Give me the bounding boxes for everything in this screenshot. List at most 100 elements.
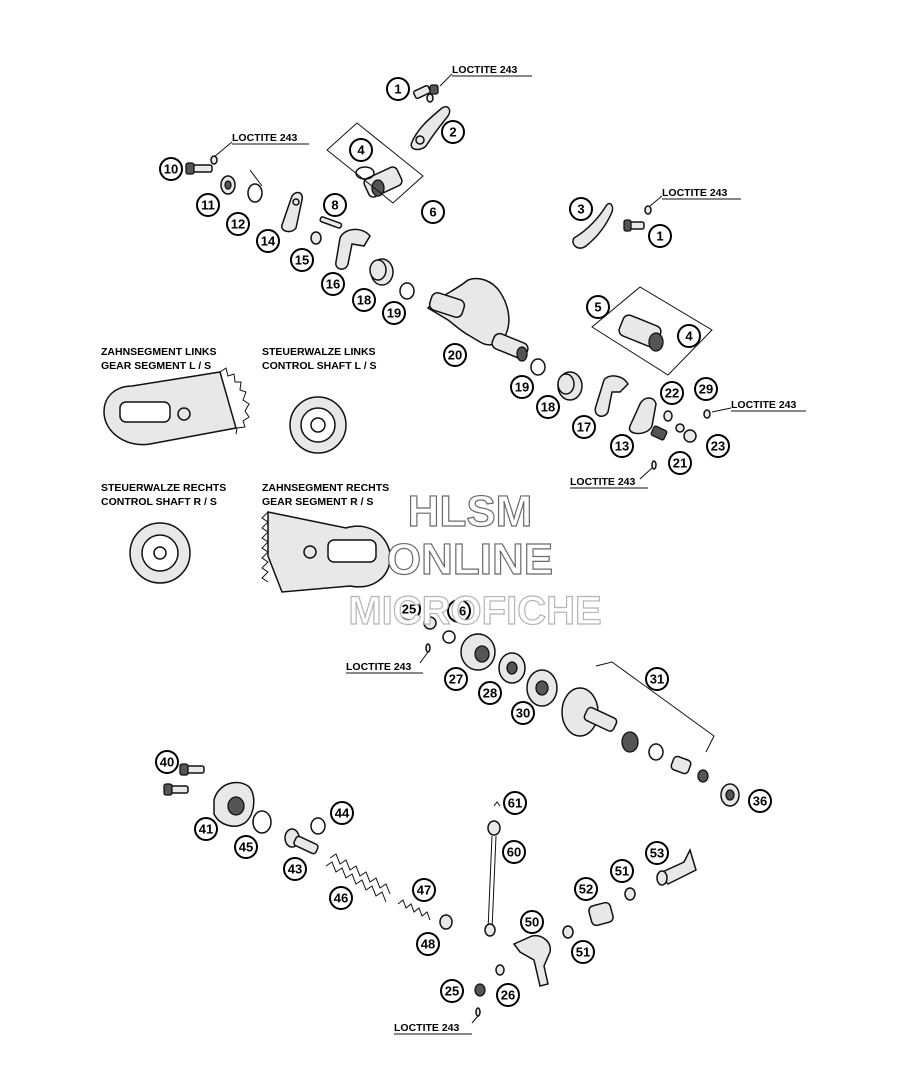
callout-61[interactable]: 61: [503, 791, 527, 815]
loctite-note-right: LOCTITE 243: [731, 399, 806, 412]
part-screw-1-right: [623, 219, 645, 232]
callout-25-middle[interactable]: 25: [397, 597, 421, 621]
callout-46[interactable]: 46: [329, 886, 353, 910]
svg-text:36: 36: [753, 794, 767, 809]
part-pin-8: [319, 216, 343, 229]
svg-text:25: 25: [445, 984, 459, 999]
callout-29[interactable]: 29: [694, 377, 718, 401]
callout-23[interactable]: 23: [706, 434, 730, 458]
part-oring-45: [252, 810, 272, 834]
callout-6[interactable]: 6: [421, 200, 445, 224]
callout-3[interactable]: 3: [569, 197, 593, 221]
svg-text:20: 20: [448, 348, 462, 363]
svg-text:45: 45: [239, 840, 253, 855]
svg-text:LOCTITE 243: LOCTITE 243: [731, 399, 797, 411]
gear-segment-right-de: ZAHNSEGMENT RECHTS: [262, 482, 389, 494]
svg-text:LOCTITE 243: LOCTITE 243: [394, 1022, 460, 1034]
svg-text:47: 47: [417, 883, 431, 898]
svg-text:3: 3: [577, 202, 584, 217]
callout-60[interactable]: 60: [502, 840, 526, 864]
callout-22[interactable]: 22: [660, 381, 684, 405]
callout-16[interactable]: 16: [321, 272, 345, 296]
callout-40[interactable]: 40: [155, 750, 179, 774]
callout-1-right[interactable]: 1: [648, 224, 672, 248]
callout-14[interactable]: 14: [256, 229, 280, 253]
part-bolt-6: [355, 166, 403, 198]
callout-41[interactable]: 41: [194, 817, 218, 841]
callout-17[interactable]: 17: [572, 415, 596, 439]
callout-44[interactable]: 44: [330, 801, 354, 825]
part-gear-segment-right: [261, 511, 391, 593]
part-oring-44: [310, 817, 326, 835]
svg-text:23: 23: [711, 439, 725, 454]
part-clip-48: [439, 914, 453, 930]
callout-47[interactable]: 47: [412, 878, 436, 902]
part-bolt-5: [618, 314, 664, 352]
svg-text:LOCTITE 243: LOCTITE 243: [232, 132, 298, 144]
svg-text:8: 8: [331, 198, 338, 213]
svg-text:60: 60: [507, 845, 521, 860]
callout-25-bottom[interactable]: 25: [440, 979, 464, 1003]
svg-text:53: 53: [650, 846, 664, 861]
callout-19-right[interactable]: 19: [510, 375, 534, 399]
callout-51-lower[interactable]: 51: [571, 940, 595, 964]
callout-12[interactable]: 12: [226, 212, 250, 236]
callout-4-left[interactable]: 4: [349, 138, 373, 162]
callout-36[interactable]: 36: [748, 789, 772, 813]
callout-52[interactable]: 52: [574, 877, 598, 901]
part-washer-51-b: [562, 925, 574, 939]
callout-8[interactable]: 8: [323, 193, 347, 217]
callout-20[interactable]: 20: [443, 343, 467, 367]
callout-2[interactable]: 2: [441, 120, 465, 144]
callout-26-bottom[interactable]: 26: [496, 983, 520, 1007]
svg-text:48: 48: [421, 937, 435, 952]
svg-text:HLSM: HLSM: [408, 487, 533, 536]
svg-text:18: 18: [357, 293, 371, 308]
svg-text:11: 11: [201, 198, 215, 213]
callout-53[interactable]: 53: [645, 841, 669, 865]
svg-text:LOCTITE 243: LOCTITE 243: [452, 64, 518, 76]
callout-45[interactable]: 45: [234, 835, 258, 859]
svg-text:43: 43: [288, 862, 302, 877]
callout-19-left[interactable]: 19: [382, 301, 406, 325]
callout-31[interactable]: 31: [645, 667, 669, 691]
callout-51-upper[interactable]: 51: [610, 859, 634, 883]
callout-10[interactable]: 10: [159, 157, 183, 181]
part-bearing-36: [720, 783, 740, 807]
svg-text:30: 30: [516, 706, 530, 721]
part-ring-19-right: [530, 358, 546, 376]
gear-segment-right-en: GEAR SEGMENT R / S: [262, 496, 373, 508]
callout-43[interactable]: 43: [283, 857, 307, 881]
part-spring-46: [325, 853, 391, 903]
callout-50[interactable]: 50: [520, 910, 544, 934]
callout-30[interactable]: 30: [511, 701, 535, 725]
callout-15[interactable]: 15: [290, 248, 314, 272]
callout-4-right[interactable]: 4: [677, 324, 701, 348]
loctite-note-upper-left: LOCTITE 243: [232, 132, 309, 145]
svg-text:19: 19: [387, 306, 401, 321]
callout-11[interactable]: 11: [196, 193, 220, 217]
part-bushing-18-left: [369, 258, 394, 286]
callout-26-middle[interactable]: 26: [447, 599, 471, 623]
svg-text:51: 51: [576, 945, 590, 960]
part-bolt-10: [185, 162, 213, 175]
callout-18-left[interactable]: 18: [352, 288, 376, 312]
part-shift-shaft-20: [426, 277, 529, 362]
svg-text:61: 61: [508, 796, 522, 811]
callout-27[interactable]: 27: [444, 667, 468, 691]
svg-text:15: 15: [295, 253, 309, 268]
part-bolt-25-mid: [423, 616, 437, 630]
svg-text:12: 12: [231, 217, 245, 232]
part-sleeve-52: [588, 901, 614, 927]
svg-text:27: 27: [449, 672, 463, 687]
callout-21[interactable]: 21: [668, 451, 692, 475]
part-bushing-18-right: [557, 371, 583, 401]
callout-18-right[interactable]: 18: [536, 395, 560, 419]
callout-28[interactable]: 28: [478, 681, 502, 705]
callout-5[interactable]: 5: [586, 295, 610, 319]
callout-13[interactable]: 13: [610, 434, 634, 458]
part-clip-61: [493, 801, 501, 807]
callout-1-top[interactable]: 1: [386, 77, 410, 101]
callout-48[interactable]: 48: [416, 932, 440, 956]
svg-text:28: 28: [483, 686, 497, 701]
